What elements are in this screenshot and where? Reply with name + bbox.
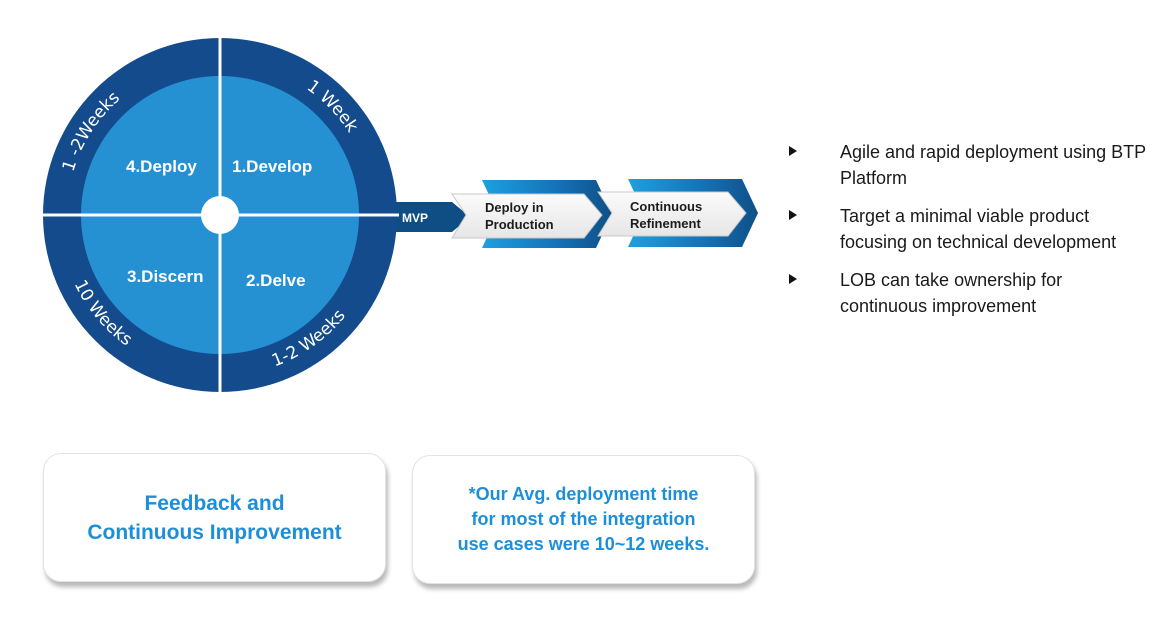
deployment-time-note-card: *Our Avg. deployment time for most of th…	[412, 455, 755, 584]
note-line2: for most of the integration	[471, 509, 696, 529]
step-1-line2: Production	[485, 217, 554, 232]
feedback-line2: Continuous Improvement	[87, 520, 342, 544]
step-2-line1: Continuous	[630, 199, 702, 214]
mvp-arrow: MVP	[380, 202, 470, 232]
bullet-item: LOB can take ownership for continuous im…	[786, 267, 1146, 319]
bullet-text: LOB can take ownership for continuous im…	[840, 270, 1063, 316]
bullet-text: Agile and rapid deployment using BTP Pla…	[840, 142, 1146, 188]
feedback-line1: Feedback and	[144, 491, 285, 515]
step-1-line1: Deploy in	[485, 200, 544, 215]
feedback-card: Feedback and Continuous Improvement	[43, 453, 386, 582]
bullet-item: Target a minimal viable product focusing…	[786, 203, 1146, 255]
step-continuous-refinement: Continuous Refinement	[597, 179, 758, 247]
bullet-triangle-icon	[789, 210, 797, 220]
phase-develop: 1.Develop	[232, 157, 312, 176]
phase-delve: 2.Delve	[246, 271, 306, 290]
step-deploy-in-production: Deploy in Production	[451, 180, 612, 248]
note-line3: use cases were 10~12 weeks.	[457, 534, 710, 554]
center-hub	[201, 196, 239, 234]
bullet-triangle-icon	[789, 146, 797, 156]
bullet-item: Agile and rapid deployment using BTP Pla…	[786, 139, 1146, 191]
phase-discern: 3.Discern	[127, 267, 204, 286]
benefits-list: Agile and rapid deployment using BTP Pla…	[786, 139, 1146, 331]
bullet-triangle-icon	[789, 274, 797, 284]
step-2-line2: Refinement	[630, 216, 701, 231]
bullet-text: Target a minimal viable product focusing…	[840, 206, 1117, 252]
phase-deploy: 4.Deploy	[126, 157, 197, 176]
mvp-label: MVP	[402, 211, 428, 225]
note-line1: *Our Avg. deployment time	[468, 484, 699, 504]
